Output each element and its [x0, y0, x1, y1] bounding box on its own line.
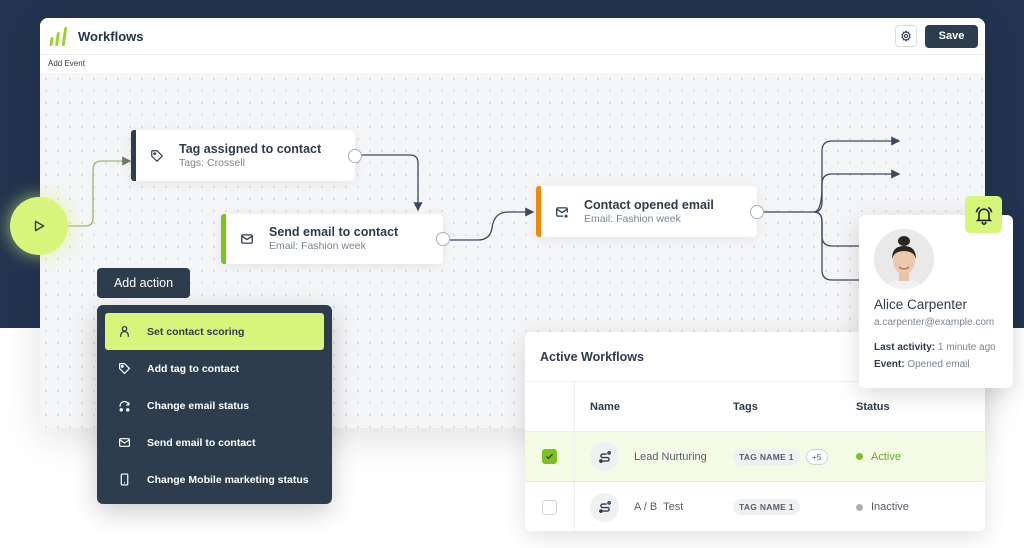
workflow-tags-cell: TAG NAME 1 +5 — [733, 448, 856, 465]
mail-open-icon — [554, 204, 570, 220]
menu-item-set-contact-scoring[interactable]: Set contact scoring — [105, 313, 324, 350]
mail-icon — [239, 231, 255, 247]
status-label: Inactive — [871, 501, 909, 513]
tag-chip: TAG NAME 1 — [733, 448, 800, 465]
tag-icon — [117, 362, 131, 376]
node-subtitle: Email: Fashion week — [269, 240, 366, 252]
node-color-bar — [221, 214, 226, 264]
workflow-name[interactable]: A / B Test — [634, 501, 684, 513]
window-header: Workflows Save — [40, 18, 985, 55]
node-title: Send email to contact — [269, 225, 399, 239]
workflow-route-icon — [590, 442, 619, 471]
workflow-name[interactable]: Lead Nurturing — [634, 450, 707, 463]
last-activity-label: Last activity: — [874, 342, 936, 353]
menu-item-label: Change Mobile marketing status — [147, 473, 309, 486]
column-header-tags[interactable]: Tags — [733, 400, 758, 413]
row-check-cell — [525, 432, 575, 481]
node-title: Tag assigned to contact — [179, 141, 322, 156]
add-action-button[interactable]: Add action — [97, 268, 190, 298]
status-dot — [856, 503, 863, 511]
menu-item-change-email-status[interactable]: Change email status — [105, 387, 324, 424]
active-workflows-panel: Active Workflows Name Tags Status Lead N… — [525, 332, 985, 531]
mail-icon — [117, 436, 131, 450]
add-action-menu: Set contact scoring Add tag to contact C… — [97, 305, 332, 504]
start-trigger-button[interactable] — [10, 197, 68, 255]
column-header-name[interactable]: Name — [590, 400, 620, 413]
node-subtitle: Tags: Crossell — [179, 156, 245, 169]
avatar — [874, 229, 934, 289]
workflow-route-icon — [590, 492, 619, 522]
menu-item-label: Add tag to contact — [147, 362, 240, 375]
menu-item-label: Send email to contact — [147, 436, 256, 449]
table-header-row: Name Tags Status — [525, 382, 985, 432]
workflow-status-cell: Inactive — [856, 501, 985, 513]
check-icon — [546, 453, 553, 460]
output-port[interactable] — [750, 204, 764, 219]
contact-email[interactable]: a.carpenter@example.com — [874, 317, 995, 328]
contact-event: Event: Opened email — [874, 359, 998, 370]
window-title: Workflows — [78, 28, 144, 44]
flow-node-tag-assigned[interactable]: Tag assigned to contact Tags: Crossell — [131, 130, 362, 181]
bars-logo-icon — [49, 26, 68, 46]
output-port[interactable] — [436, 232, 450, 246]
node-title: Contact opened email — [584, 197, 714, 212]
table-row[interactable]: A / B Test TAG NAME 1 Inactive — [525, 482, 985, 531]
flow-node-send-email[interactable]: Send email to contact Email: Fashion wee… — [221, 214, 450, 264]
user-icon — [117, 325, 131, 339]
status-dot — [856, 453, 863, 460]
menu-item-change-mobile-status[interactable]: Change Mobile marketing status — [105, 461, 324, 498]
gear-icon — [901, 30, 911, 42]
flow-node-contact-opened-email[interactable]: Contact opened email Email: Fashion week — [536, 186, 764, 237]
menu-item-label: Set contact scoring — [147, 325, 245, 338]
header-check-cell — [525, 382, 575, 431]
workflow-name-cell: Lead Nurturing — [575, 442, 733, 471]
settings-button[interactable] — [895, 25, 917, 47]
mobile-icon — [117, 473, 131, 487]
panel-title: Active Workflows — [525, 332, 985, 382]
play-icon — [34, 220, 45, 232]
workflow-status-cell: Active — [856, 451, 985, 463]
node-color-bar — [536, 186, 541, 237]
add-event-link[interactable]: Add Event — [40, 55, 985, 73]
event-value: Opened email — [907, 359, 970, 370]
tag-chip: TAG NAME 1 — [733, 499, 800, 515]
bell-ringing-icon — [975, 206, 992, 225]
row-checkbox[interactable] — [542, 449, 557, 464]
row-check-cell — [525, 482, 575, 531]
tag-icon — [149, 148, 165, 164]
contact-name: Alice Carpenter — [874, 297, 968, 312]
workflow-name-cell: A / B Test — [575, 492, 733, 522]
notification-button[interactable] — [965, 196, 1002, 233]
menu-item-label: Change email status — [147, 399, 250, 412]
last-activity-value: 1 minute ago — [937, 342, 996, 353]
node-subtitle: Email: Fashion week — [584, 212, 681, 225]
last-activity: Last activity: 1 minute ago — [874, 342, 998, 353]
event-label: Event: — [874, 359, 905, 370]
menu-item-send-email[interactable]: Send email to contact — [105, 424, 324, 461]
workflow-tags-cell: TAG NAME 1 — [733, 499, 856, 515]
status-label: Active — [871, 450, 901, 463]
column-header-status[interactable]: Status — [856, 400, 890, 413]
status-change-icon — [117, 399, 131, 413]
contact-card: Alice Carpenter a.carpenter@example.com … — [859, 215, 1013, 388]
table-row[interactable]: Lead Nurturing TAG NAME 1 +5 Active — [525, 432, 985, 482]
output-port[interactable] — [348, 148, 362, 163]
menu-item-add-tag[interactable]: Add tag to contact — [105, 350, 324, 387]
row-checkbox[interactable] — [542, 499, 557, 515]
save-button[interactable]: Save — [925, 24, 978, 48]
node-color-bar — [131, 130, 136, 181]
more-tags-chip[interactable]: +5 — [805, 448, 828, 465]
